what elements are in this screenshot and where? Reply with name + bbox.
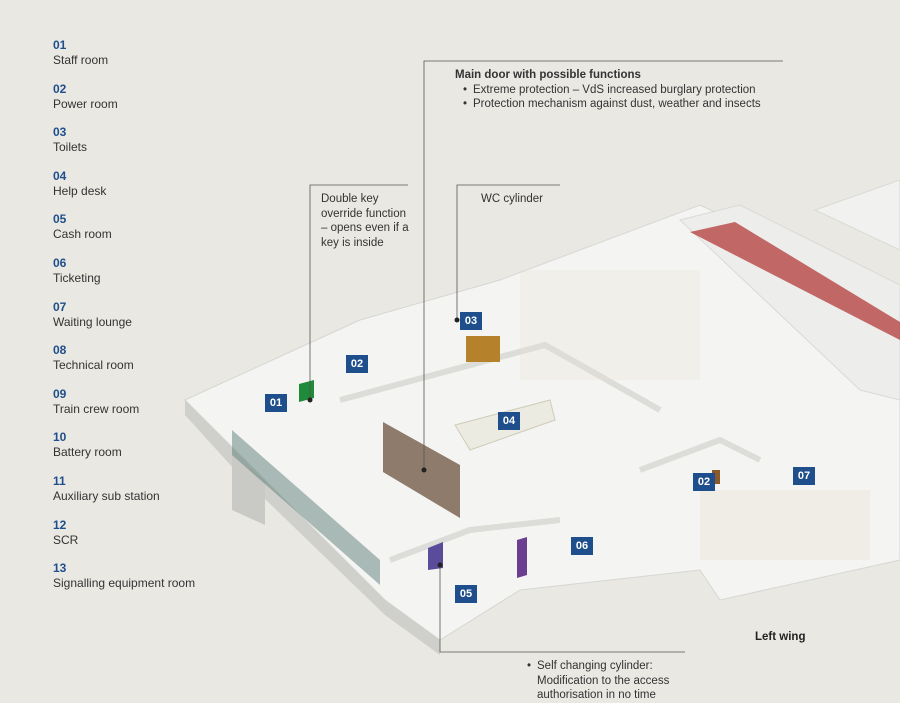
legend-label: Technical room [53, 358, 134, 373]
wall [339, 341, 662, 413]
legend-label: SCR [53, 532, 79, 547]
callout-bullet: Self changing cylinder: Modification to … [527, 659, 697, 703]
legend-label: Cash room [53, 227, 112, 242]
legend-label: Signalling equipment room [53, 576, 196, 591]
callout-wc-cylinder: WC cylinder [481, 193, 543, 205]
callout-dot [437, 562, 443, 568]
room-marker-06[interactable]: 06 [571, 537, 593, 555]
platform-wall [232, 455, 265, 525]
rail-track [690, 222, 900, 340]
legend-label: Staff room [53, 53, 109, 67]
seating-area-lounge [700, 490, 870, 560]
callout-dot [454, 317, 460, 323]
callout-line-double-key [309, 184, 408, 400]
callout-line-wc [456, 184, 560, 320]
legend-number: 04 [53, 168, 67, 183]
wing-label: Left wing [755, 631, 806, 643]
room-marker-04[interactable]: 04 [498, 412, 520, 430]
room-marker-03[interactable]: 03 [460, 312, 482, 330]
callout-line-main-door [423, 60, 783, 470]
legend-number: 11 [53, 473, 66, 488]
legend-number: 12 [53, 517, 67, 532]
legend-number: 08 [53, 343, 67, 358]
legend-number: 01 [53, 38, 67, 52]
legend-number: 05 [53, 212, 67, 227]
wall [638, 436, 762, 473]
callout-line-text: Double key [321, 193, 379, 205]
callout-double-key: Double key override function – opens eve… [321, 192, 431, 250]
room-marker-07[interactable]: 07 [793, 467, 815, 485]
room-marker-01[interactable]: 01 [265, 394, 287, 412]
purple-door-ticket [517, 537, 527, 578]
legend-label: Battery room [53, 445, 122, 460]
callout-line-text: – opens even if a [321, 222, 409, 234]
glass-facade [232, 430, 380, 585]
legend-label: Help desk [53, 183, 107, 198]
platform-far [813, 179, 900, 251]
room-marker-02b[interactable]: 02 [693, 473, 715, 491]
legend-number: 02 [53, 81, 67, 96]
legend-number: 10 [53, 430, 67, 445]
legend-number: 06 [53, 255, 67, 270]
legend-number: 07 [53, 299, 67, 314]
callout-bullet: Extreme protection – VdS increased burgl… [463, 83, 795, 98]
power-door [712, 470, 720, 484]
legend-label: Train crew room [53, 401, 140, 416]
wall [388, 517, 561, 563]
legend-label: Waiting lounge [53, 314, 132, 329]
seating-area-top [520, 270, 700, 380]
legend-label: Toilets [53, 140, 88, 155]
legend-label: Auxiliary sub station [53, 488, 160, 503]
callout-dot [421, 467, 427, 473]
legend-number: 13 [53, 561, 67, 576]
legend-label: Ticketing [53, 270, 101, 285]
legend-number: 03 [53, 125, 67, 140]
callout-line-text: key is inside [321, 236, 384, 249]
callout-line-text: override function [321, 207, 407, 220]
toilet-doors [466, 336, 500, 362]
legend-label: Power room [53, 96, 118, 111]
callout-bullet: Protection mechanism against dust, weath… [463, 97, 763, 112]
callout-main-door-title: Main door with possible functions [455, 69, 641, 81]
room-marker-05[interactable]: 05 [455, 585, 477, 603]
legend-number: 09 [53, 386, 67, 401]
callout-line-self-changing [439, 565, 685, 653]
callout-self-changing: Self changing cylinder: Modification to … [527, 659, 697, 703]
callout-main-door: Main door with possible functions Extrem… [455, 68, 795, 112]
callout-dot [307, 397, 313, 403]
room-marker-02[interactable]: 02 [346, 355, 368, 373]
